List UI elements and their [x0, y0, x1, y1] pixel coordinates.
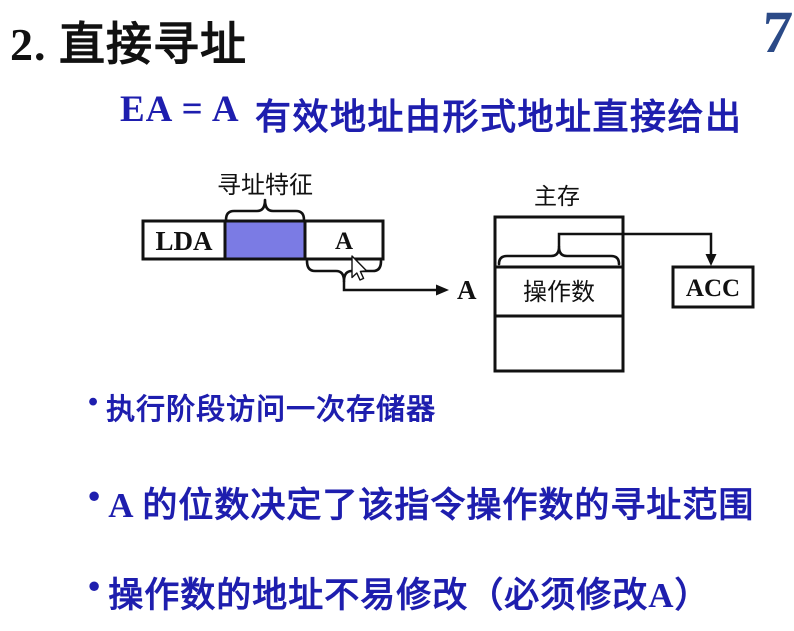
page-title: 2. 直接寻址: [10, 19, 247, 70]
bullet-item-3: • 操作数的地址不易修改（必须修改A）: [88, 567, 711, 618]
feature-cell: [223, 219, 307, 261]
operand-label: 操作数: [523, 279, 595, 306]
page-number: 7: [759, 0, 794, 65]
bullet-item-2: • A 的位数决定了该指令操作数的寻址范围: [88, 477, 754, 528]
feature-label: 寻址特征: [217, 172, 313, 199]
bullet-item-1: • 执行阶段访问一次存储器: [88, 386, 436, 428]
address-field-label: A: [335, 228, 353, 255]
formula-row: EA = A 有效地址由形式地址直接给出: [0, 88, 794, 140]
bullet-text: 执行阶段访问一次存储器: [106, 394, 437, 426]
acc-arrowhead: [705, 254, 717, 266]
operand-brace: [497, 245, 621, 266]
formula-description: 有效地址由形式地址直接给出: [255, 97, 743, 137]
mouse-cursor-icon: [351, 255, 368, 281]
direct-addressing-diagram: 寻址特征 LDA A A 主存 操作数 ACC: [141, 172, 755, 373]
formula: EA = A: [120, 89, 240, 130]
instruction-box: [141, 219, 385, 261]
address-arrowhead: [436, 284, 449, 296]
bullet-dot: •: [88, 567, 102, 606]
address-brace: [305, 259, 383, 283]
address-arrow-line: [342, 281, 437, 292]
acc-arrow-line: [557, 232, 713, 258]
acc-label: ACC: [686, 275, 740, 302]
bullet-text: 操作数的地址不易修改（必须修改A）: [108, 576, 711, 615]
memory-box: [493, 215, 625, 373]
feature-brace: [224, 198, 306, 222]
bullet-text: A 的位数决定了该指令操作数的寻址范围: [108, 486, 755, 525]
memory-title: 主存: [534, 184, 580, 209]
bullet-dot: •: [88, 477, 102, 516]
address-out-label: A: [457, 275, 477, 305]
bullet-dot: •: [88, 386, 100, 418]
acc-box: [671, 265, 755, 309]
opcode-label: LDA: [155, 226, 213, 256]
